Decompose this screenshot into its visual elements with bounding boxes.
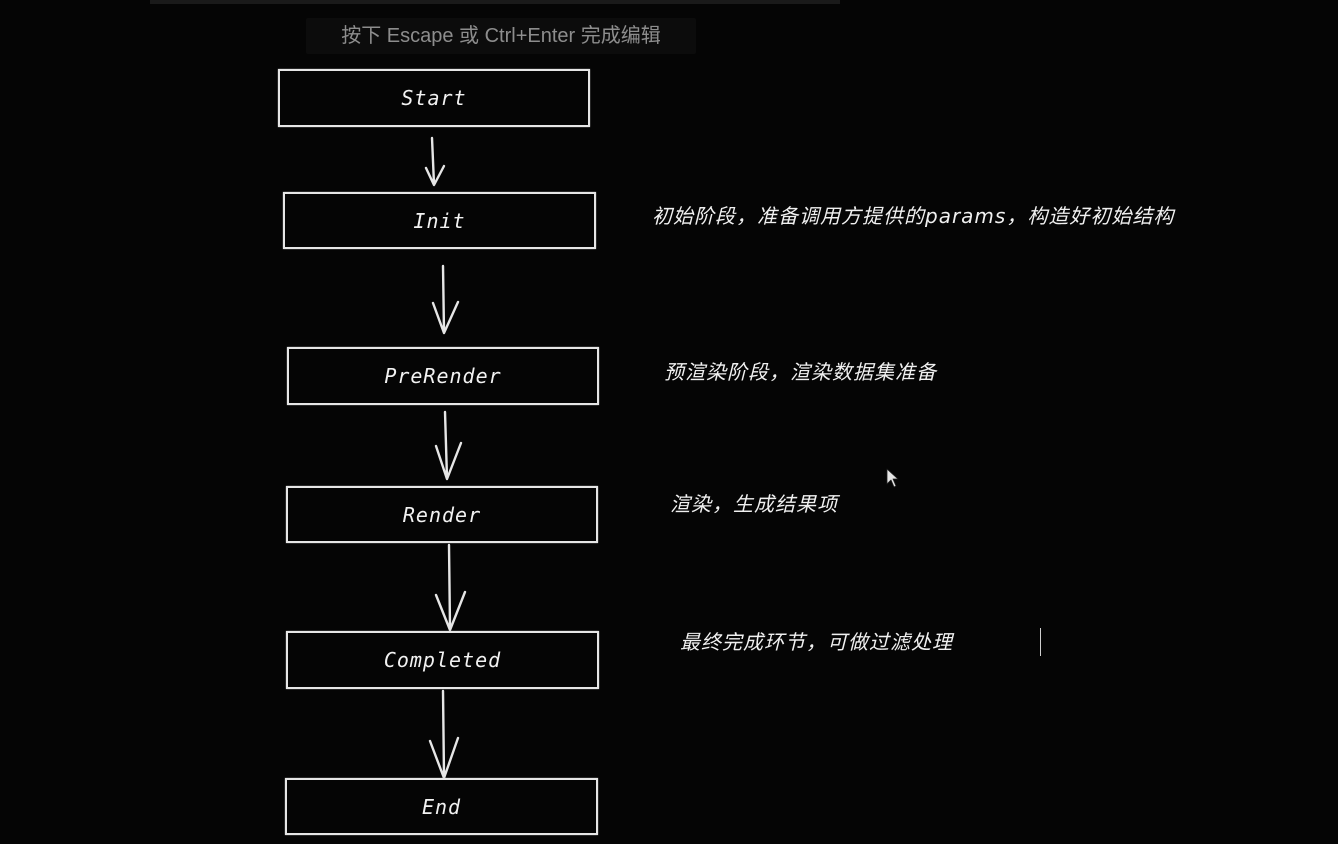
arrow-completed-end bbox=[428, 689, 460, 780]
node-completed[interactable]: Completed bbox=[286, 631, 599, 689]
mouse-pointer-icon bbox=[886, 468, 899, 488]
note-completed[interactable]: 最终完成环节，可做过滤处理 bbox=[680, 630, 953, 654]
node-init[interactable]: Init bbox=[283, 192, 596, 249]
top-edge-bar bbox=[150, 0, 840, 4]
node-completed-label: Completed bbox=[383, 648, 502, 672]
note-init: 初始阶段，准备调用方提供的params，构造好初始结构 bbox=[652, 204, 1175, 228]
node-render-label: Render bbox=[402, 502, 482, 527]
node-end[interactable]: End bbox=[285, 778, 598, 835]
node-init-label: Init bbox=[413, 208, 466, 233]
arrow-prerender-render bbox=[434, 410, 463, 481]
node-start-label: Start bbox=[401, 86, 467, 110]
note-render: 渲染，生成结果项 bbox=[670, 492, 838, 516]
arrow-init-prerender bbox=[431, 264, 460, 335]
node-start[interactable]: Start bbox=[278, 69, 590, 127]
note-prerender: 预渲染阶段，渲染数据集准备 bbox=[664, 360, 937, 384]
node-prerender[interactable]: PreRender bbox=[287, 347, 599, 405]
node-render[interactable]: Render bbox=[286, 486, 598, 543]
edit-hint-banner: 按下 Escape 或 Ctrl+Enter 完成编辑 bbox=[306, 18, 696, 54]
arrow-render-completed bbox=[434, 543, 467, 632]
text-caret bbox=[1040, 628, 1041, 656]
node-end-label: End bbox=[421, 794, 462, 819]
node-prerender-label: PreRender bbox=[384, 364, 502, 388]
arrow-start-init bbox=[424, 136, 446, 187]
